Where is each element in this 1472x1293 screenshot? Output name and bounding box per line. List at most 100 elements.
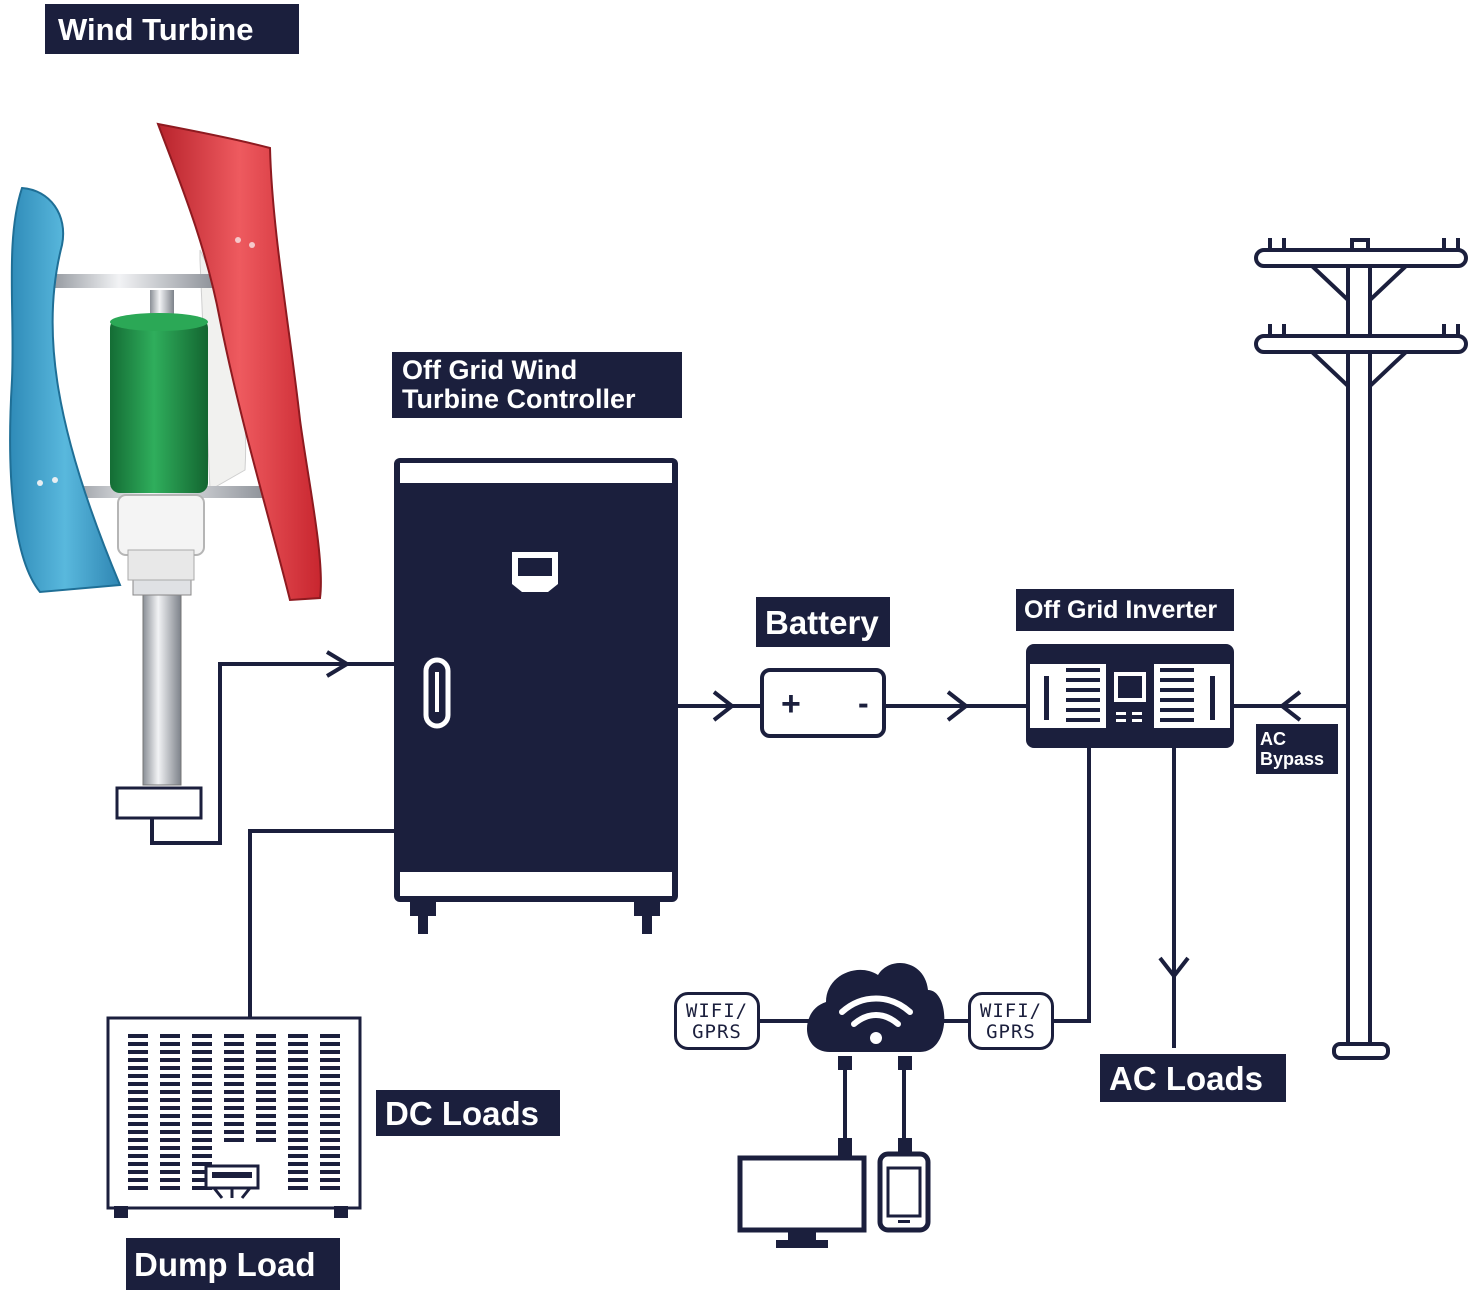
- vent-slot: [256, 1098, 276, 1102]
- vent-slot: [256, 1034, 276, 1038]
- vent-slot: [128, 1154, 148, 1158]
- vent-slot: [192, 1114, 212, 1118]
- vent-slot: [224, 1130, 244, 1134]
- vent-slot: [128, 1058, 148, 1062]
- vent-slot: [256, 1058, 276, 1062]
- vent-slot: [160, 1050, 180, 1054]
- vent-slot: [320, 1090, 340, 1094]
- arrow-inverter-to-ac-loads: [1158, 956, 1190, 980]
- vent-slot: [160, 1058, 180, 1062]
- vent-slot: [192, 1082, 212, 1086]
- dump-load-graphic: [106, 1016, 362, 1218]
- vent-slot: [288, 1058, 308, 1062]
- battery-plus-sign: +: [781, 685, 801, 723]
- vent-slot: [320, 1170, 340, 1174]
- vent-slot: [160, 1090, 180, 1094]
- label-battery-text: Battery: [765, 603, 879, 641]
- vent-slot: [160, 1146, 180, 1150]
- label-ac-bypass-line2: Bypass: [1260, 749, 1325, 769]
- wind-turbine-graphic: [9, 122, 322, 820]
- vent-slot: [224, 1050, 244, 1054]
- vent-slot: [320, 1138, 340, 1142]
- vent-slot: [128, 1074, 148, 1078]
- vent-slot: [256, 1122, 276, 1126]
- label-dc-loads-text: DC Loads: [385, 1094, 540, 1132]
- vent-slot: [192, 1074, 212, 1078]
- vent-slot: [224, 1114, 244, 1118]
- vent-slot: [320, 1114, 340, 1118]
- label-inverter-text: Off Grid Inverter: [1024, 595, 1218, 624]
- vent-slot: [256, 1130, 276, 1134]
- vent-slot: [320, 1162, 340, 1166]
- label-ac-bypass-line1: AC: [1260, 729, 1286, 749]
- vent-slot: [160, 1034, 180, 1038]
- vent-slot: [160, 1066, 180, 1070]
- vent-slot: [192, 1042, 212, 1046]
- vent-slot: [288, 1138, 308, 1142]
- vent-slot: [160, 1042, 180, 1046]
- vent-slot: [224, 1106, 244, 1110]
- vent-slot: [288, 1146, 308, 1150]
- vent-slot: [192, 1090, 212, 1094]
- wifi-gprs-module-left: WIFI/ GPRS: [674, 992, 760, 1050]
- arrow-battery-to-inverter: [946, 690, 970, 722]
- vent-slot: [288, 1098, 308, 1102]
- vent-slot: [320, 1154, 340, 1158]
- vent-slot: [224, 1058, 244, 1062]
- vent-slot: [160, 1114, 180, 1118]
- vent-slot: [192, 1066, 212, 1070]
- vent-slot: [256, 1082, 276, 1086]
- wifi-left-line2: GPRS: [692, 1021, 742, 1043]
- vent-slot: [128, 1138, 148, 1142]
- vent-slot: [224, 1034, 244, 1038]
- vent-slot: [160, 1162, 180, 1166]
- vent-slot: [320, 1058, 340, 1062]
- vent-slot: [192, 1106, 212, 1110]
- label-ac-loads-text: AC Loads: [1109, 1059, 1264, 1097]
- vent-slot: [224, 1090, 244, 1094]
- wire-turbine-to-controller: [150, 662, 394, 845]
- vent-slot: [224, 1138, 244, 1142]
- vent-slot: [160, 1170, 180, 1174]
- vent-slot: [128, 1082, 148, 1086]
- vent-slot: [192, 1186, 212, 1190]
- battery-graphic: + -: [760, 668, 886, 738]
- vent-slot: [192, 1162, 212, 1166]
- vent-slot: [224, 1122, 244, 1126]
- vent-slot: [192, 1130, 212, 1134]
- vent-slot: [128, 1034, 148, 1038]
- vent-slot: [160, 1122, 180, 1126]
- vent-slot: [160, 1178, 180, 1182]
- vent-slot: [288, 1074, 308, 1078]
- vent-slot: [160, 1154, 180, 1158]
- vent-slot: [128, 1066, 148, 1070]
- vent-slot: [128, 1090, 148, 1094]
- wire-inverter-to-wifi: [1052, 746, 1091, 1023]
- vent-slot: [160, 1082, 180, 1086]
- vent-slot: [192, 1034, 212, 1038]
- vent-slot: [288, 1170, 308, 1174]
- vent-slot: [160, 1130, 180, 1134]
- vent-slot: [128, 1146, 148, 1150]
- vent-slot: [256, 1106, 276, 1110]
- label-wind-turbine: Wind Turbine: [45, 4, 299, 54]
- vent-slot: [192, 1138, 212, 1142]
- wifi-right-line2: GPRS: [986, 1021, 1036, 1043]
- vent-slot: [320, 1050, 340, 1054]
- vent-slot: [192, 1154, 212, 1158]
- vent-slot: [320, 1066, 340, 1070]
- vent-slot: [320, 1082, 340, 1086]
- vent-slot: [320, 1122, 340, 1126]
- inverter-graphic: [1026, 644, 1234, 748]
- label-controller-line2: Turbine Controller: [402, 384, 636, 414]
- vent-slot: [288, 1050, 308, 1054]
- vent-slot: [128, 1162, 148, 1166]
- vent-slot: [320, 1098, 340, 1102]
- vent-slot: [160, 1098, 180, 1102]
- vent-slot: [192, 1058, 212, 1062]
- vent-slot: [320, 1186, 340, 1190]
- wifi-symbol-icon: [839, 995, 913, 1027]
- phone-icon: [877, 1138, 931, 1233]
- vent-slot: [288, 1162, 308, 1166]
